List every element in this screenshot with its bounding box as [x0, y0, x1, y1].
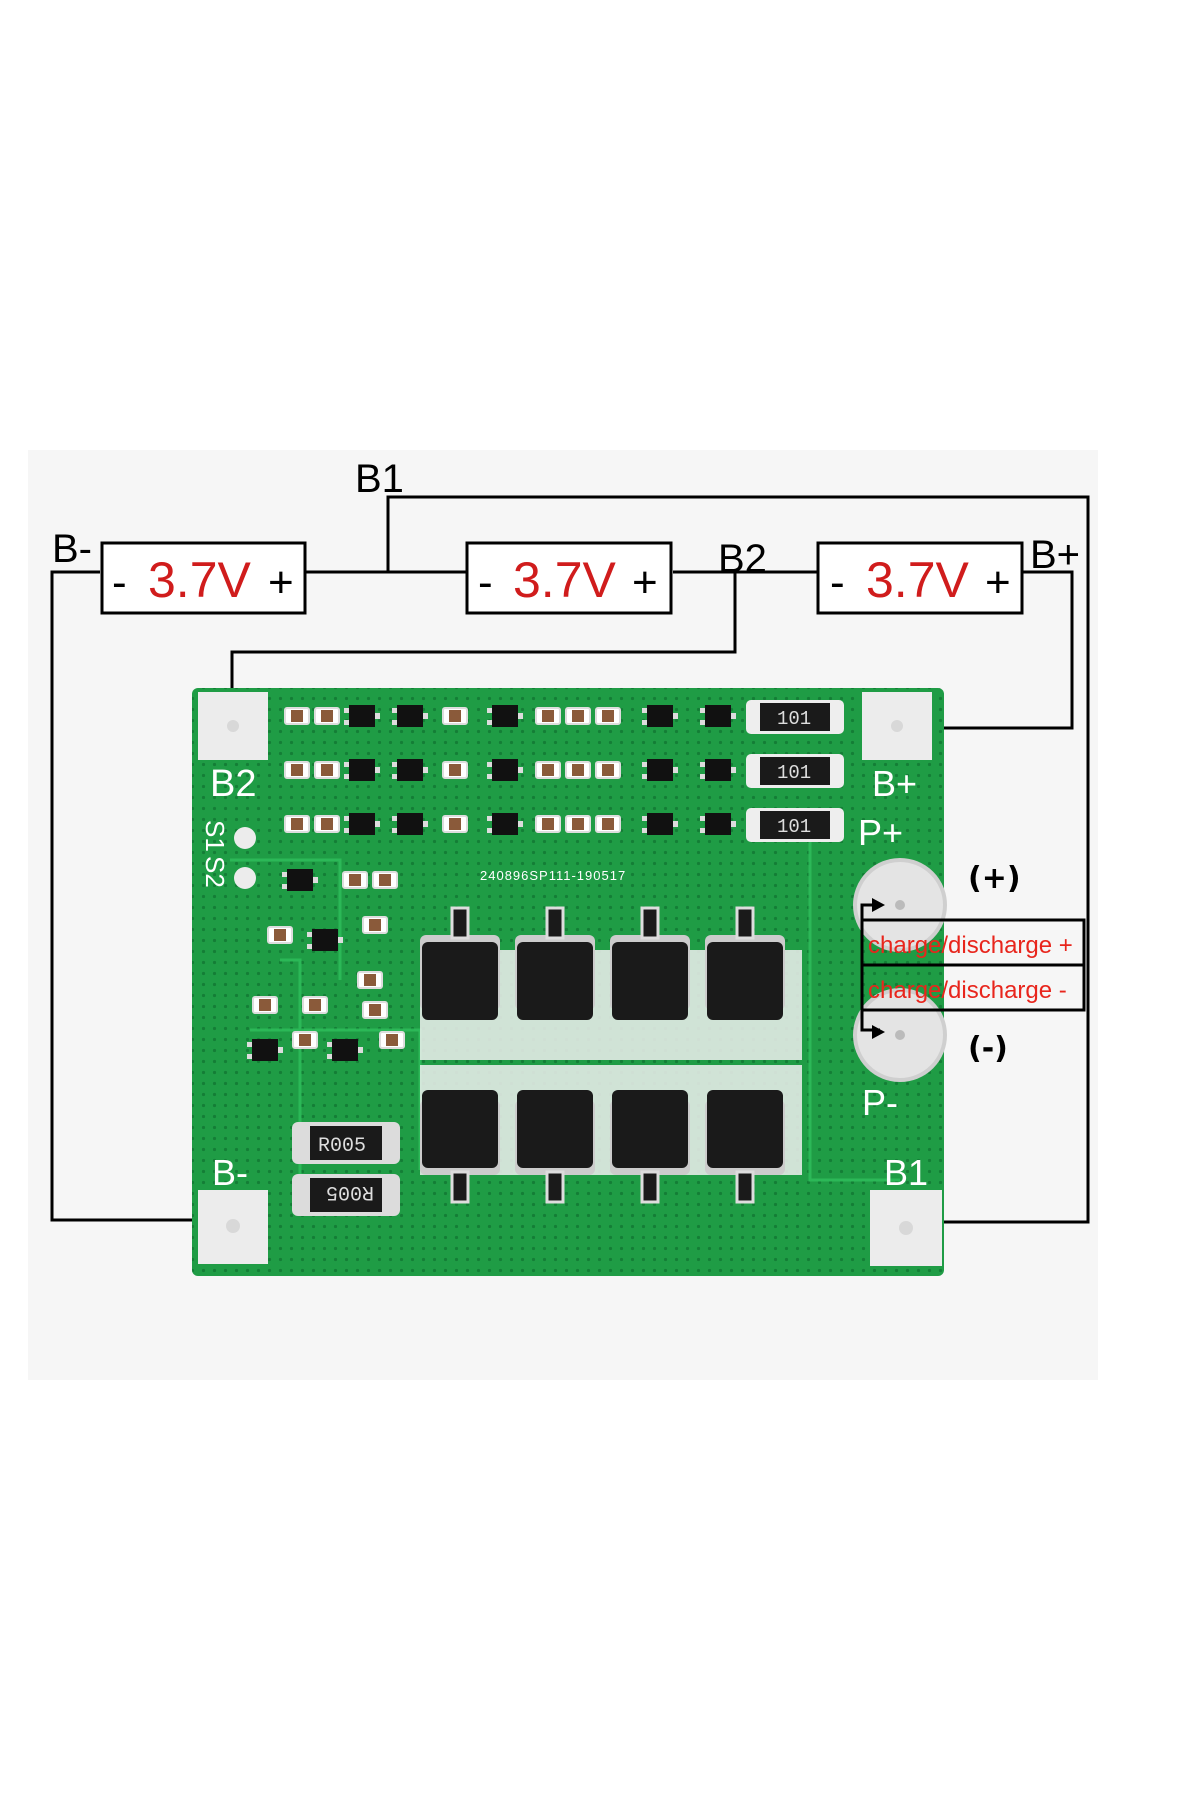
- negative-polarity-label: (-): [968, 1031, 1008, 1066]
- silk-b2: B2: [210, 763, 256, 805]
- resistor-label: 101: [777, 816, 811, 838]
- terminal-label-b1: B1: [355, 457, 404, 501]
- cell-plus: +: [632, 558, 658, 607]
- cell-plus: +: [985, 558, 1011, 607]
- component-row-2: 101: [284, 754, 844, 788]
- silk-s1: S1: [200, 820, 230, 852]
- cell-minus: -: [478, 558, 493, 607]
- cell-voltage: 3.7V: [866, 552, 970, 608]
- silk-b1: B1: [884, 1152, 928, 1193]
- resistor-label: 101: [777, 708, 811, 730]
- wiring: [50, 495, 1090, 1224]
- battery-cell-1: - 3.7V +: [100, 541, 307, 615]
- cell-minus: -: [112, 558, 127, 607]
- silk-p-minus: P-: [862, 1082, 898, 1123]
- terminal-label-b-minus: B-: [52, 527, 92, 571]
- terminal-label-b-plus: B+: [1030, 533, 1080, 577]
- positive-polarity-label: (+): [968, 861, 1021, 896]
- silk-serial: 240896SP111-190517: [480, 868, 626, 883]
- charge-discharge-annotation: charge/discharge + charge/discharge -: [860, 898, 1086, 1039]
- mosfet-row-bottom: [418, 1065, 802, 1204]
- silk-b-plus: B+: [872, 763, 917, 804]
- terminal-label-b2: B2: [718, 537, 767, 581]
- cell-minus: -: [830, 558, 845, 607]
- shunt-resistors: R005 R005: [292, 1122, 400, 1216]
- battery-cell-2: - 3.7V +: [465, 541, 673, 615]
- charge-discharge-plus-label: charge/discharge +: [868, 932, 1073, 959]
- pcb-board: B2 B+ P+ P- B- B1 S1 S2 240896SP111-1905…: [192, 688, 947, 1276]
- battery-cell-3: - 3.7V +: [816, 541, 1024, 615]
- shunt-label: R005: [326, 1180, 374, 1203]
- cell-voltage: 3.7V: [513, 552, 617, 608]
- cell-plus: +: [268, 558, 294, 607]
- silk-s2: S2: [200, 856, 230, 888]
- silk-p-plus: P+: [858, 812, 903, 853]
- resistor-label: 101: [777, 762, 811, 784]
- cell-voltage: 3.7V: [148, 552, 252, 608]
- silk-b-minus: B-: [212, 1152, 248, 1193]
- shunt-label: R005: [318, 1135, 366, 1158]
- charge-discharge-minus-label: charge/discharge -: [868, 977, 1067, 1004]
- mosfet-row-top: [418, 906, 802, 1060]
- component-row-3: 101: [284, 808, 844, 842]
- component-row-1: 101: [284, 700, 844, 734]
